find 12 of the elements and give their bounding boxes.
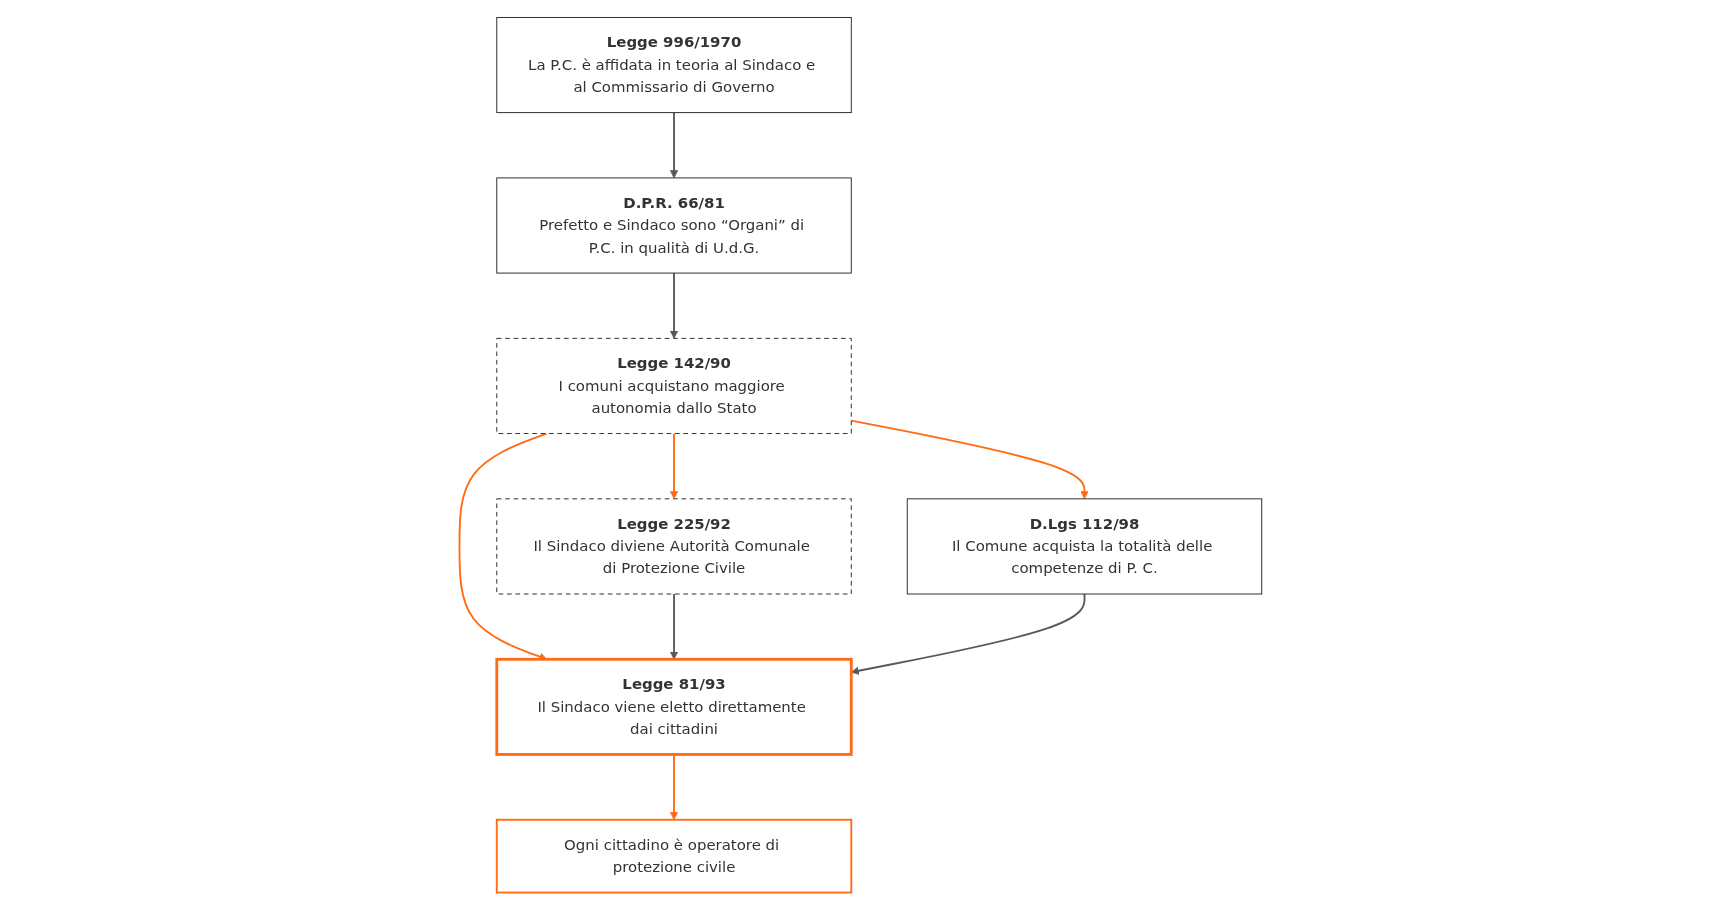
node-box: Legge 225/92 Il Sindaco diviene Autorità Comunale di Protezione Civile <box>496 497 852 594</box>
node-box: D.Lgs 112/98 Il Comune acquista la totalità delle competenze di P. C. <box>906 497 1263 594</box>
arrow <box>669 753 679 820</box>
arrow <box>669 111 679 178</box>
arrow <box>669 271 679 339</box>
node-box: Ogni cittadino è operatore di protezione civile <box>495 818 853 893</box>
arrow <box>850 419 1089 499</box>
node-box: Legge 996/1970 La P.C. è affidata in teoria al Sindaco e al Commissario di Governo <box>496 16 852 113</box>
node-box: D.P.R. 66/81 Prefetto e Sindaco sono “Organi” di P.C. in qualità di U.d.G. <box>496 176 852 274</box>
arrow <box>669 432 679 499</box>
node-box: Legge 142/90 I comuni acquistano maggiore autonomia dallo Stato <box>496 337 852 434</box>
node-box: Legge 81/93 Il Sindaco viene eletto direttamente dai cittadini <box>495 657 853 756</box>
